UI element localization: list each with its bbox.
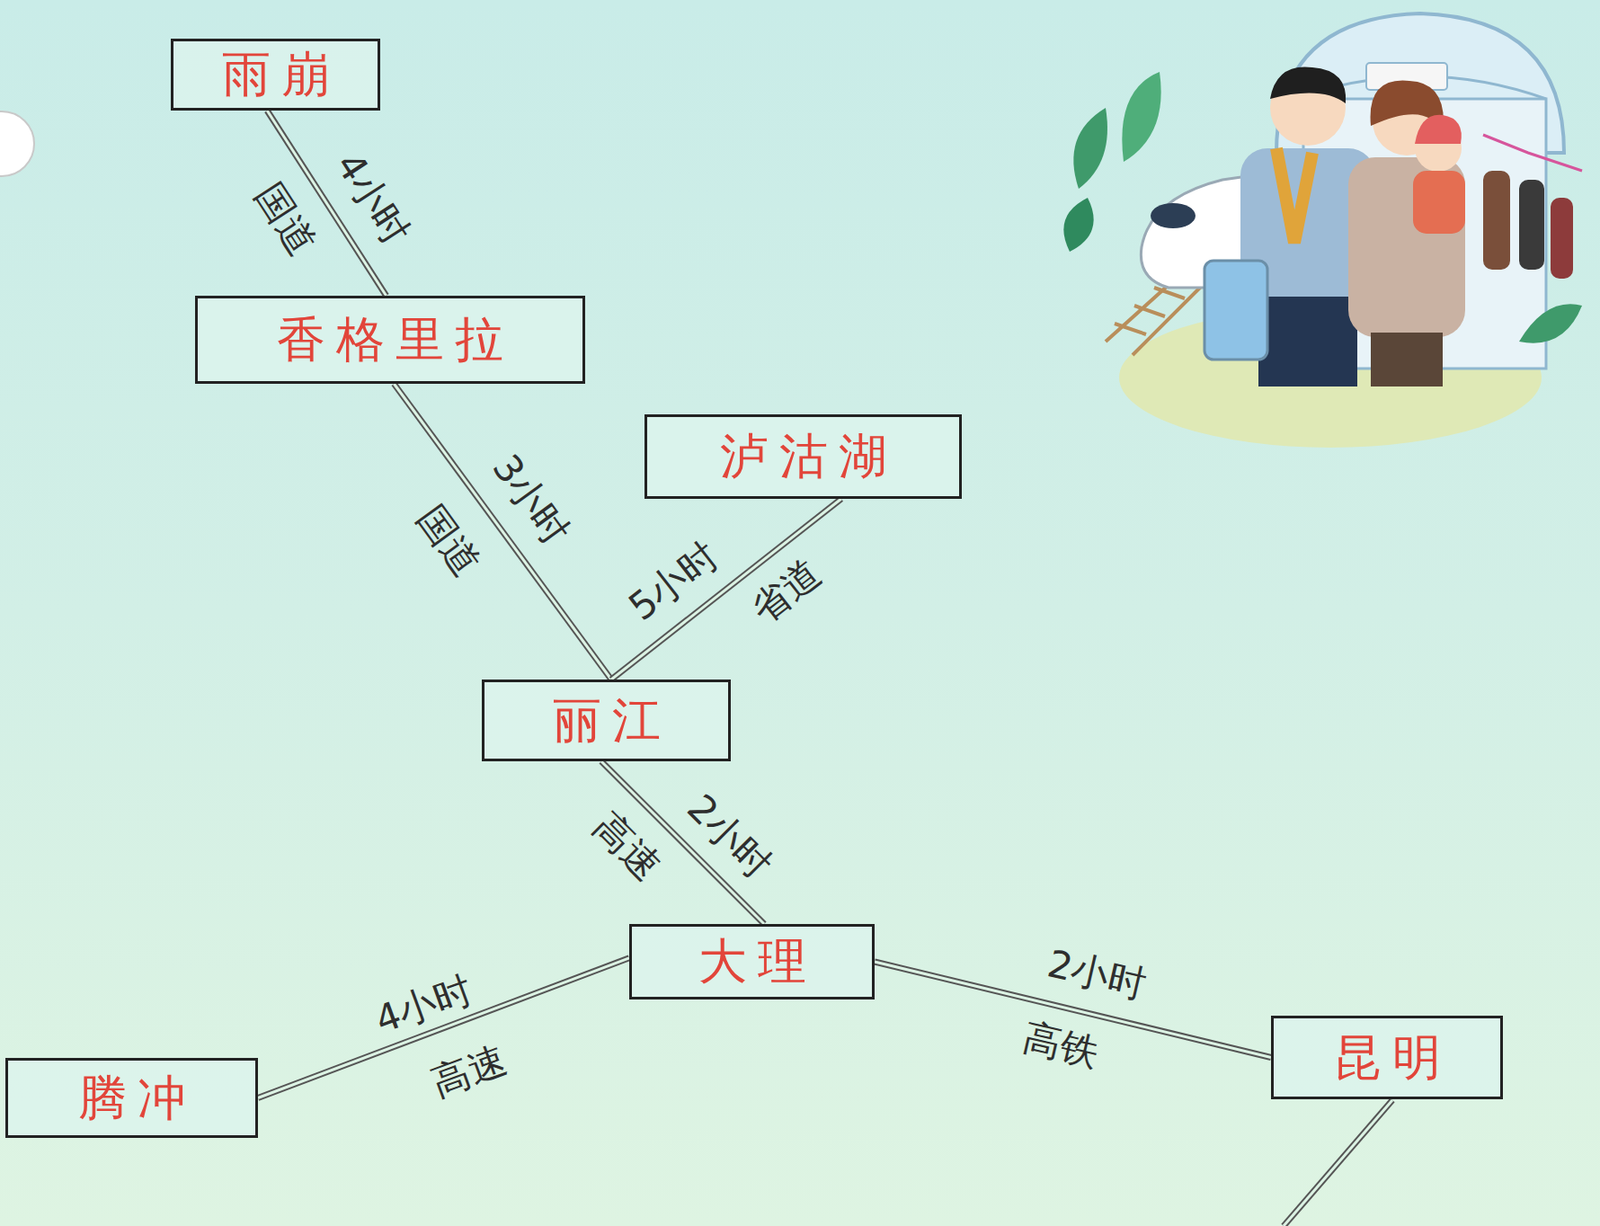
place-name: 泸沽湖	[709, 429, 898, 483]
road-type: 省道	[744, 553, 827, 631]
road-type: 高速	[586, 806, 667, 887]
place-box: 香格里拉	[195, 295, 586, 384]
road-type: 国道	[249, 177, 323, 261]
travel-time: 3小时	[485, 448, 575, 552]
place-box: 泸沽湖	[644, 414, 962, 499]
travel-time: 4小时	[328, 146, 416, 251]
travel-time: 4小时	[370, 969, 477, 1040]
place-box: 雨崩	[170, 38, 381, 111]
place-name: 香格里拉	[266, 312, 515, 366]
place-box: 腾冲	[5, 1057, 258, 1138]
travel-time: 2小时	[1043, 944, 1149, 1005]
place-name: 丽江	[542, 693, 672, 747]
route-line	[611, 498, 842, 680]
ball	[0, 111, 35, 177]
travel-time: 5小时	[622, 535, 724, 627]
place-box: 昆明	[1271, 1015, 1503, 1100]
route-line	[393, 383, 612, 680]
place-name: 大理	[687, 934, 818, 988]
travel-time: 2小时	[680, 788, 778, 886]
road-type: 国道	[410, 499, 486, 584]
place-name: 雨崩	[211, 47, 341, 101]
place-box: 丽江	[481, 679, 731, 762]
place-name: 腾冲	[67, 1071, 197, 1125]
place-name: 昆明	[1322, 1031, 1452, 1085]
route-line-offpage	[1283, 1100, 1393, 1226]
road-type: 高铁	[1019, 1018, 1102, 1073]
station-illustration	[1063, 13, 1583, 448]
road-type: 高速	[426, 1040, 511, 1103]
place-box: 大理	[629, 924, 875, 1000]
